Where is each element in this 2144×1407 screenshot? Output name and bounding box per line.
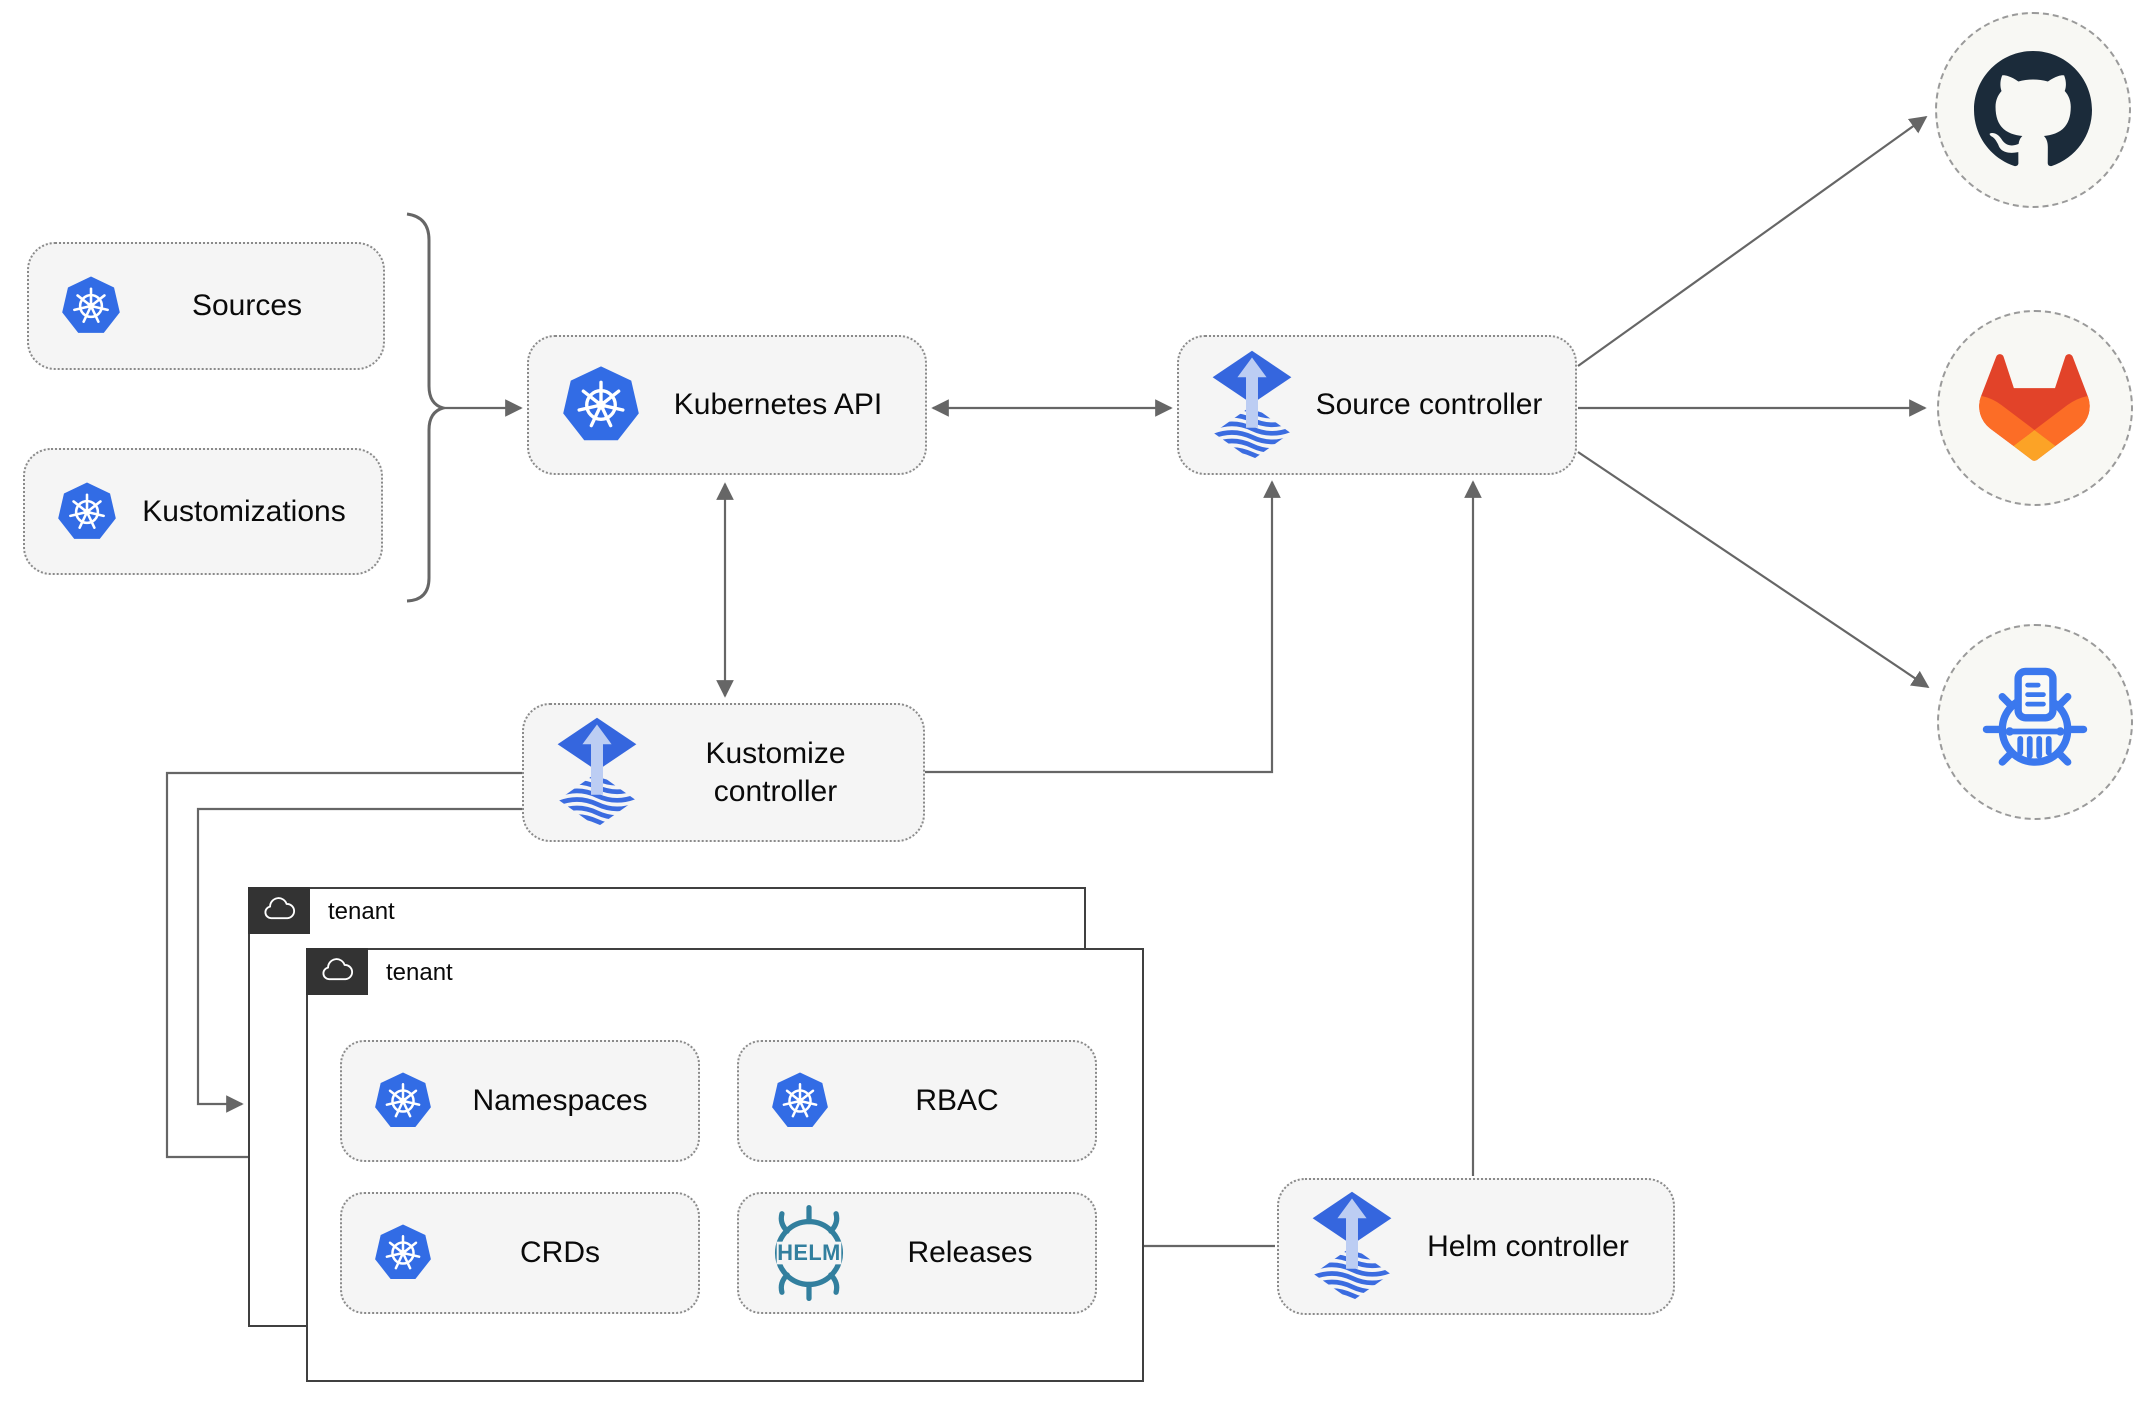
node-label: Kubernetes API [673,388,883,422]
node-label: Helm controller [1427,1229,1629,1263]
node-label: RBAC [915,1084,999,1118]
kubernetes-icon [372,1222,434,1284]
node-rbac: RBAC [737,1040,1097,1162]
node-label: Source controller [1315,388,1543,422]
brace-sources-group [406,212,449,603]
node-label: Releases [907,1236,1033,1270]
helm-icon: HELM [761,1205,857,1301]
node-source-controller: Source controller [1177,335,1577,475]
connector-source-to-chartmuseum [1577,451,1930,688]
node-crds: CRDs [340,1192,700,1314]
node-releases: HELM Releases [737,1192,1097,1314]
tenant-label: tenant [328,898,395,925]
kubernetes-icon [559,363,643,447]
node-helm-controller: Helm controller [1277,1178,1675,1315]
connector-source-to-github [1577,115,1928,367]
gitlab-icon [1974,347,2096,469]
node-namespaces: Namespaces [340,1040,700,1162]
kubernetes-icon [372,1070,434,1132]
flux-icon [554,716,640,829]
tenant-group-front: tenant [305,947,1144,1382]
flux-icon [1309,1190,1395,1303]
tenant-tab [247,886,310,934]
kubernetes-icon [769,1070,831,1132]
kubernetes-icon [59,274,123,338]
node-label: Kustomize controller [705,737,846,808]
cloud-icon [318,957,356,985]
helm-wordmark: HELM [777,1240,841,1265]
connector-kustomize-to-source-controller [925,480,1281,774]
node-label: Namespaces [472,1084,648,1118]
node-label: Sources [191,289,303,323]
tenant-label: tenant [386,959,453,986]
node-kubernetes-api: Kubernetes API [527,335,927,475]
github-icon [1974,51,2092,169]
node-label: Kustomizations [142,494,346,528]
node-kustomizations: Kustomizations [23,448,383,575]
chartmuseum-icon [1977,664,2093,780]
external-chartmuseum [1937,624,2133,820]
flux-icon [1209,349,1295,462]
kubernetes-icon [55,480,119,544]
node-kustomize-controller: Kustomize controller [522,703,925,842]
external-gitlab [1937,310,2133,506]
node-sources: Sources [27,242,385,370]
cloud-icon [260,896,298,924]
external-github [1935,12,2131,208]
tenant-tab [305,947,368,995]
node-label: CRDs [520,1236,600,1270]
